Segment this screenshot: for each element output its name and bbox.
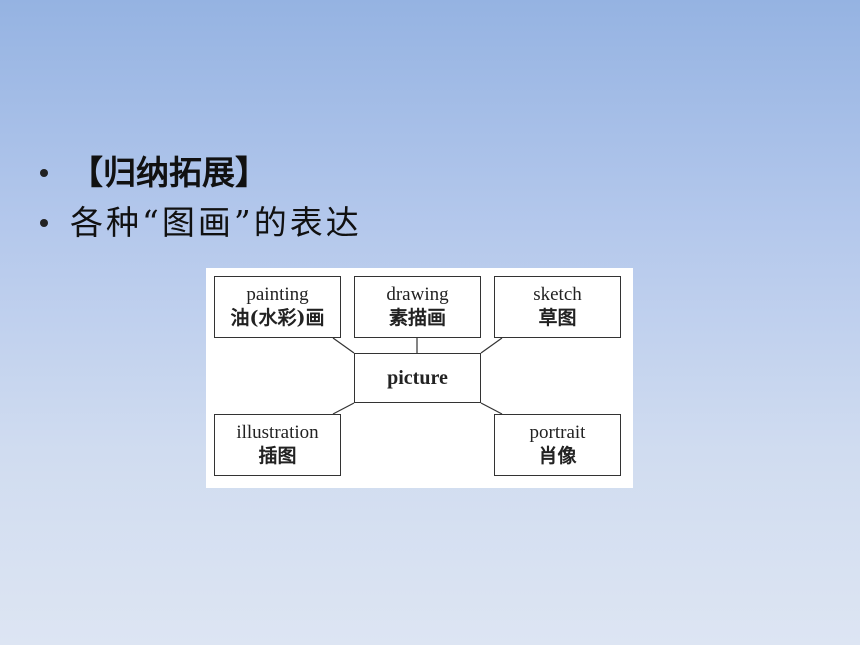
picture-vocabulary-diagram: painting 油(水彩)画 drawing 素描画 sketch 草图 pi… (206, 268, 633, 488)
node-illustration-en: illustration (236, 422, 319, 443)
node-illustration: illustration 插图 (214, 414, 341, 476)
node-illustration-zh: 插图 (258, 445, 297, 467)
bullet-text: 【归纳拓展】 (70, 153, 268, 192)
connector-sketch (480, 337, 503, 354)
node-painting-zh: 油(水彩)画 (230, 307, 325, 329)
node-drawing-en: drawing (386, 284, 449, 305)
node-portrait: portrait 肖像 (494, 414, 621, 476)
node-painting-en: painting (246, 284, 309, 305)
node-painting: painting 油(水彩)画 (214, 276, 341, 338)
node-sketch-en: sketch (533, 284, 582, 305)
node-portrait-zh: 肖像 (538, 445, 577, 467)
bullet-item: 【归纳拓展】 (40, 148, 800, 198)
node-drawing-zh: 素描画 (388, 307, 446, 329)
bullet-text: 各种“图画”的表达 (70, 203, 362, 242)
node-sketch: sketch 草图 (494, 276, 621, 338)
connector-portrait (480, 402, 503, 415)
node-picture-center: picture (354, 353, 481, 403)
bullet-dot-icon (40, 169, 48, 177)
connector-painting (332, 337, 355, 354)
connector-illustration (332, 402, 355, 415)
bullet-item: 各种“图画”的表达 (40, 198, 800, 248)
connector-lines (332, 337, 503, 415)
node-drawing: drawing 素描画 (354, 276, 481, 338)
node-sketch-zh: 草图 (538, 307, 577, 329)
node-picture-en: picture (387, 367, 448, 389)
bullet-list: 【归纳拓展】 各种“图画”的表达 (40, 148, 800, 248)
bullet-dot-icon (40, 219, 48, 227)
node-portrait-en: portrait (529, 422, 586, 443)
